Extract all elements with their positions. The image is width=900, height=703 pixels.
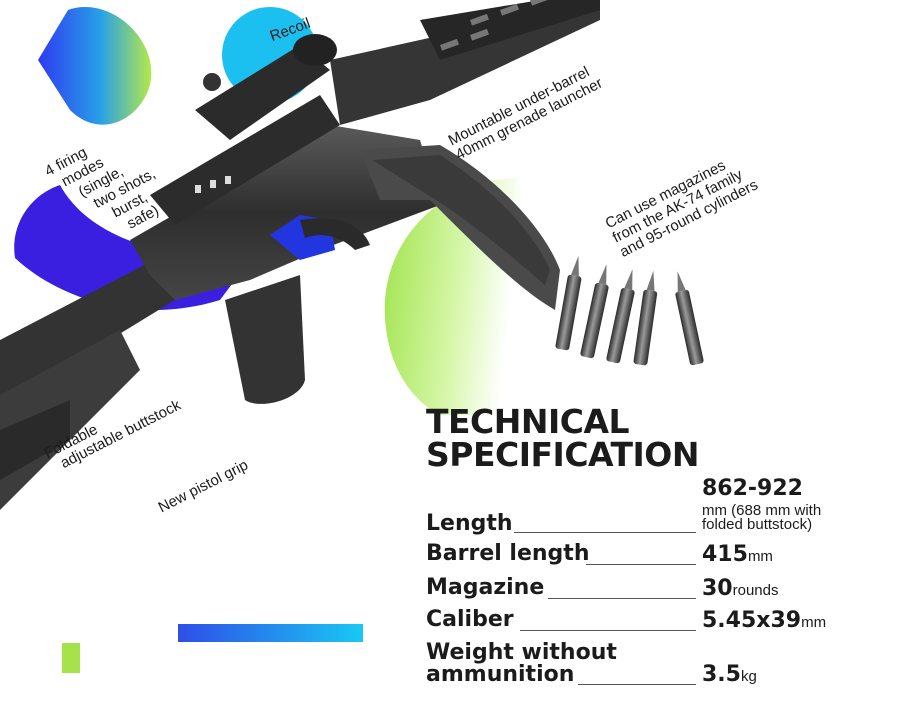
- gradient-bar: [178, 624, 363, 642]
- spec-row-barrel: Barrel length 415mm: [426, 542, 886, 570]
- spec-label-barrel: Barrel length: [426, 541, 590, 566]
- spec-label-weight-line2: ammunition: [426, 662, 575, 687]
- leader-line: [520, 630, 696, 631]
- spec-note-length-1: mm (688 mm with: [702, 502, 822, 519]
- spec-unit-weight: kg: [740, 668, 757, 685]
- spec-title-line2: SPECIFICATION: [426, 435, 699, 474]
- spec-value-barrel: 415mm: [702, 542, 773, 567]
- spec-label-weight: Weight without ammunition: [426, 642, 617, 686]
- gradient-blob: [38, 7, 152, 125]
- spec-label-length: Length: [426, 511, 513, 536]
- leader-line: [586, 564, 696, 565]
- spec-row-weight: Weight without ammunition 3.5kg: [426, 642, 886, 690]
- spec-number-magazine: 30: [702, 576, 733, 601]
- spec-label-weight-line1: Weight without: [426, 640, 617, 665]
- green-square: [62, 643, 80, 673]
- spec-number-caliber: 5.45x39: [702, 608, 802, 633]
- spec-value-caliber: 5.45x39mm: [702, 608, 826, 633]
- leader-line: [578, 684, 696, 685]
- spec-label-magazine: Magazine: [426, 575, 545, 600]
- leader-line: [548, 598, 696, 599]
- rifle-illustration: [0, 0, 600, 510]
- spec-label-caliber: Caliber: [426, 607, 514, 632]
- spec-row-caliber: Caliber 5.45x39mm: [426, 608, 886, 636]
- spec-number-weight: 3.5: [702, 662, 741, 687]
- spec-row-length: Length 862-922 mm (688 mm with folded bu…: [426, 476, 886, 536]
- spec-unit-barrel: mm: [747, 548, 773, 565]
- spec-value-magazine: 30rounds: [702, 576, 779, 601]
- spec-number-barrel: 415: [702, 542, 748, 567]
- spec-row-magazine: Magazine 30rounds: [426, 576, 886, 604]
- spec-title: TECHNICAL SPECIFICATION: [426, 405, 699, 471]
- spec-unit-magazine: rounds: [732, 582, 779, 599]
- spec-value-length: 862-922: [702, 476, 803, 501]
- cartridges-illustration: [555, 255, 704, 366]
- spec-value-weight: 3.5kg: [702, 662, 757, 687]
- spec-note-length-2: folded buttstock): [702, 516, 813, 533]
- leader-line: [514, 532, 696, 533]
- spec-unit-caliber: mm: [801, 614, 827, 631]
- spec-title-line1: TECHNICAL: [426, 402, 630, 441]
